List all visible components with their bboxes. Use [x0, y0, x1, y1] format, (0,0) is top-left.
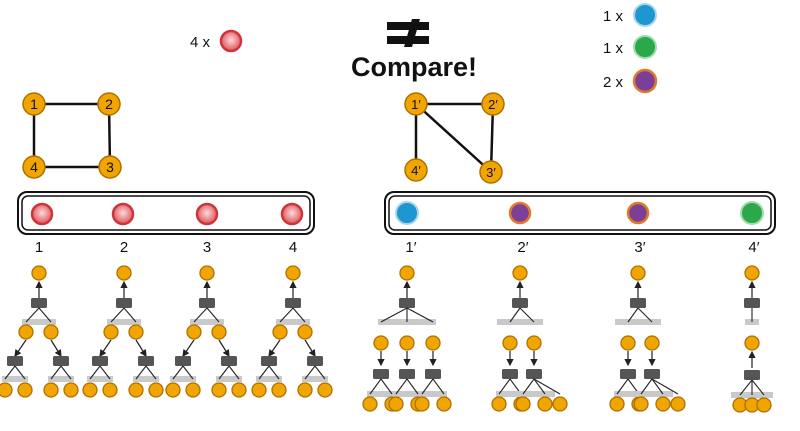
signature-label-2: 2: [120, 239, 128, 256]
left-graph-node-2: 2: [97, 92, 121, 116]
signature-label-4: 4: [289, 239, 297, 256]
right-count-label-green: 1 x: [603, 40, 624, 57]
right-computation-tree-4: [731, 265, 773, 413]
signature-dot-4: [280, 202, 304, 226]
purple-color-swatch: [632, 68, 658, 94]
red-color-swatch: [219, 29, 243, 53]
left-signature-box: [17, 191, 315, 235]
right-graph-node-2: 2′: [481, 92, 505, 116]
green-color-swatch: [633, 35, 657, 59]
svg-text:4: 4: [30, 159, 38, 175]
signature-dot-1-prime: [395, 201, 419, 225]
left-computation-tree-2: [82, 265, 164, 398]
computation-trees: [0, 265, 773, 413]
not-equal-icon: [387, 19, 429, 47]
right-count-label-blue: 1 x: [603, 8, 624, 25]
left-computation-tree-1: [0, 265, 79, 398]
left-count-legend: 4 x: [190, 29, 243, 53]
right-computation-tree-3: [609, 265, 686, 412]
right-graph-node-3: 3′: [479, 160, 503, 184]
signature-label-3-prime: 3′: [634, 239, 645, 256]
signature-dot-2: [111, 202, 135, 226]
left-graph: 1 2 3 4: [22, 92, 122, 179]
svg-text:1: 1: [30, 96, 38, 112]
right-graph-node-4: 4′: [404, 158, 428, 182]
left-graph-node-1: 1: [22, 92, 46, 116]
right-computation-tree-1: [362, 265, 452, 412]
signature-label-1-prime: 1′: [405, 239, 416, 256]
left-graph-node-4: 4: [22, 155, 46, 179]
signature-label-3: 3: [203, 239, 211, 256]
signature-dot-3: [195, 202, 219, 226]
left-count-label: 4 x: [190, 34, 211, 51]
signature-label-2-prime: 2′: [517, 239, 528, 256]
svg-text:2′: 2′: [488, 97, 498, 112]
svg-text:2: 2: [105, 96, 113, 112]
svg-text:3′: 3′: [486, 165, 496, 180]
signature-dot-4-prime: [740, 201, 764, 225]
right-count-label-purple: 2 x: [603, 74, 624, 91]
svg-text:1′: 1′: [411, 97, 421, 112]
blue-color-swatch: [633, 3, 657, 27]
left-computation-tree-3: [165, 265, 247, 398]
svg-text:3: 3: [106, 159, 114, 175]
left-computation-tree-4: [251, 265, 333, 398]
svg-text:4′: 4′: [411, 163, 421, 178]
right-signature-box: [384, 191, 776, 235]
compare-title: Compare!: [351, 52, 477, 82]
right-count-legend: 1 x 1 x 2 x: [603, 3, 658, 94]
signature-dot-1: [30, 202, 54, 226]
signature-label-1: 1: [35, 239, 43, 256]
right-computation-tree-2: [491, 265, 568, 412]
signature-label-4-prime: 4′: [748, 239, 759, 256]
signature-dot-2-prime: [508, 201, 532, 225]
left-graph-node-3: 3: [98, 155, 122, 179]
right-graph-node-1: 1′: [404, 92, 428, 116]
right-graph: 1′ 2′ 3′ 4′: [404, 92, 505, 184]
signature-dot-3-prime: [626, 201, 650, 225]
